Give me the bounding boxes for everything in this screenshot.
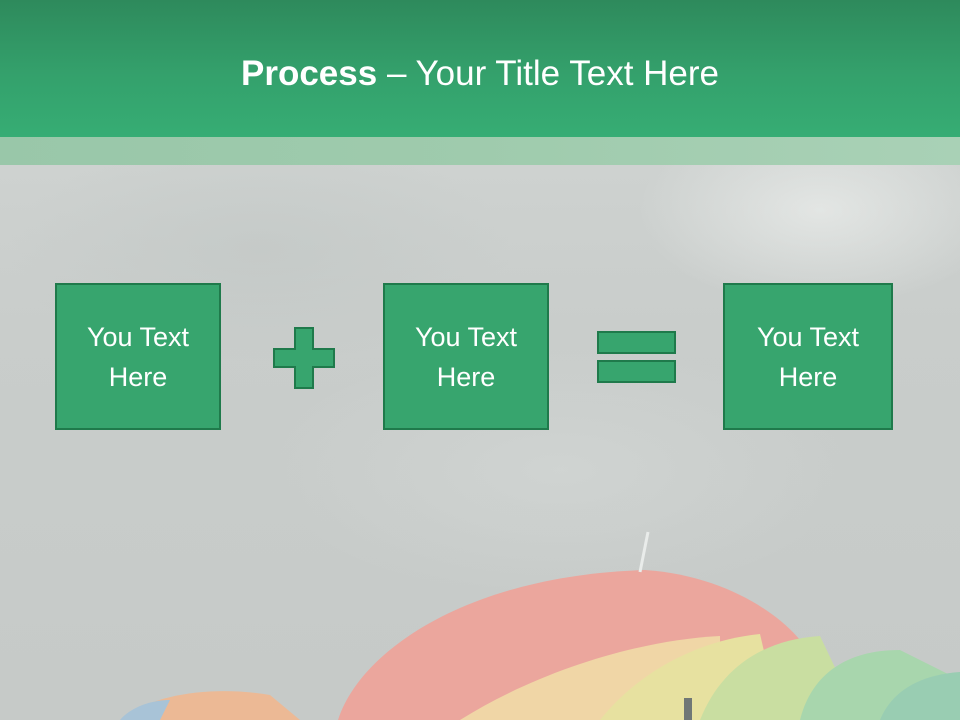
slide-title: Process – Your Title Text Here [0, 52, 960, 96]
plus-icon [273, 327, 335, 389]
title-rest: – Your Title Text Here [377, 54, 719, 93]
process-box-2[interactable]: You Text Here [383, 283, 549, 430]
process-box-3-label: You Text Here [756, 321, 860, 392]
title-bar [0, 0, 960, 137]
process-box-2-label: You Text Here [414, 321, 518, 392]
process-box-3[interactable]: You Text Here [723, 283, 893, 430]
process-box-1-label: You Text Here [86, 321, 190, 392]
title-bold: Process [241, 54, 378, 93]
title-accent-strip [0, 137, 960, 165]
equals-icon [597, 331, 676, 383]
process-box-1[interactable]: You Text Here [55, 283, 221, 430]
